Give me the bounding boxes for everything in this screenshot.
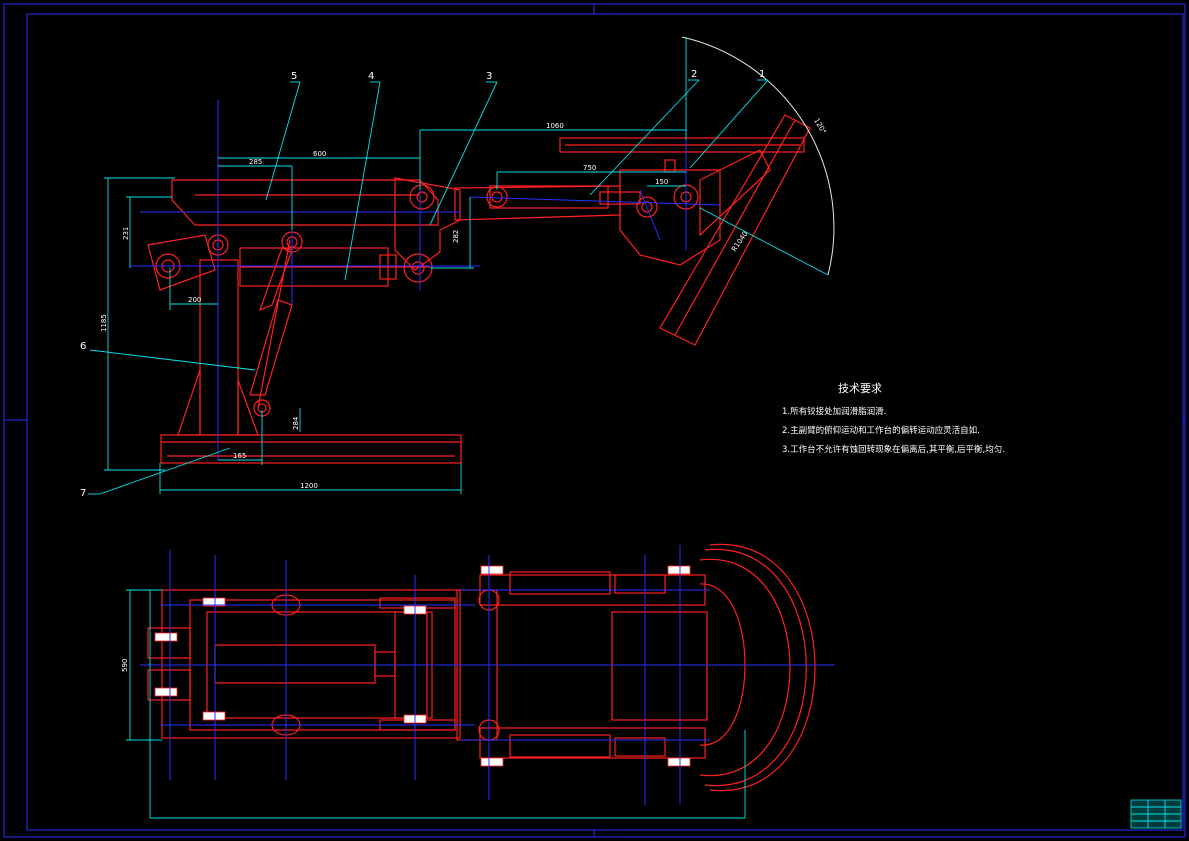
dim-radius: R1040 (730, 230, 750, 253)
upper-plate (559, 137, 805, 153)
dim-1185: 1185 (100, 314, 108, 332)
outer-frame (3, 3, 1186, 838)
dim-750: 750 (583, 164, 596, 172)
dim-1060: 1060 (546, 122, 564, 130)
dim-282: 282 (452, 230, 460, 243)
dim-165: 165 (233, 452, 246, 460)
dim-600: 600 (313, 150, 326, 158)
dim-200: 200 (188, 296, 201, 304)
dim-231: 231 (122, 227, 130, 240)
dim-1200: 1200 (300, 482, 318, 490)
part-label-4: 4 (368, 71, 374, 82)
secondary-arm (454, 185, 621, 221)
part-label-5: 5 (291, 71, 297, 82)
note-item-1: 1.所有铰接处加润滑脂润滑. (782, 406, 886, 417)
part-label-2: 2 (691, 69, 697, 80)
part-label-6: 6 (80, 341, 86, 352)
base-plate (160, 434, 462, 464)
part-label-3: 3 (486, 71, 492, 82)
swing-arc (681, 36, 835, 276)
dimension-lines (104, 129, 686, 494)
side-view (88, 36, 835, 495)
inner-frame (26, 13, 1184, 831)
work-table (659, 114, 811, 346)
top-frame-outline (161, 589, 461, 739)
top-main-cylinder (214, 644, 376, 684)
notes-title: 技术要求 (838, 382, 882, 395)
support-column (199, 259, 239, 436)
leader-lines (88, 79, 769, 495)
part-label-1: 1 (759, 69, 765, 80)
title-block (1130, 799, 1182, 829)
dim-angle: 120° (812, 117, 827, 136)
note-item-2: 2.主副臂的俯仰运动和工作台的偏转运动应灵活自如. (782, 425, 980, 436)
dim-284: 284 (292, 416, 300, 430)
part-label-7: 7 (80, 488, 86, 499)
head-block (394, 177, 461, 271)
dim-590: 590 (121, 659, 129, 672)
top-view (126, 543, 835, 819)
secondary-cylinder (489, 185, 609, 209)
main-arm (171, 179, 439, 226)
dim-285: 285 (249, 158, 262, 166)
dim-150: 150 (655, 178, 668, 186)
note-item-3: 3.工作台不允许有蚀回转现象在偏离后,其平衡,后平衡,均匀. (782, 444, 1005, 455)
